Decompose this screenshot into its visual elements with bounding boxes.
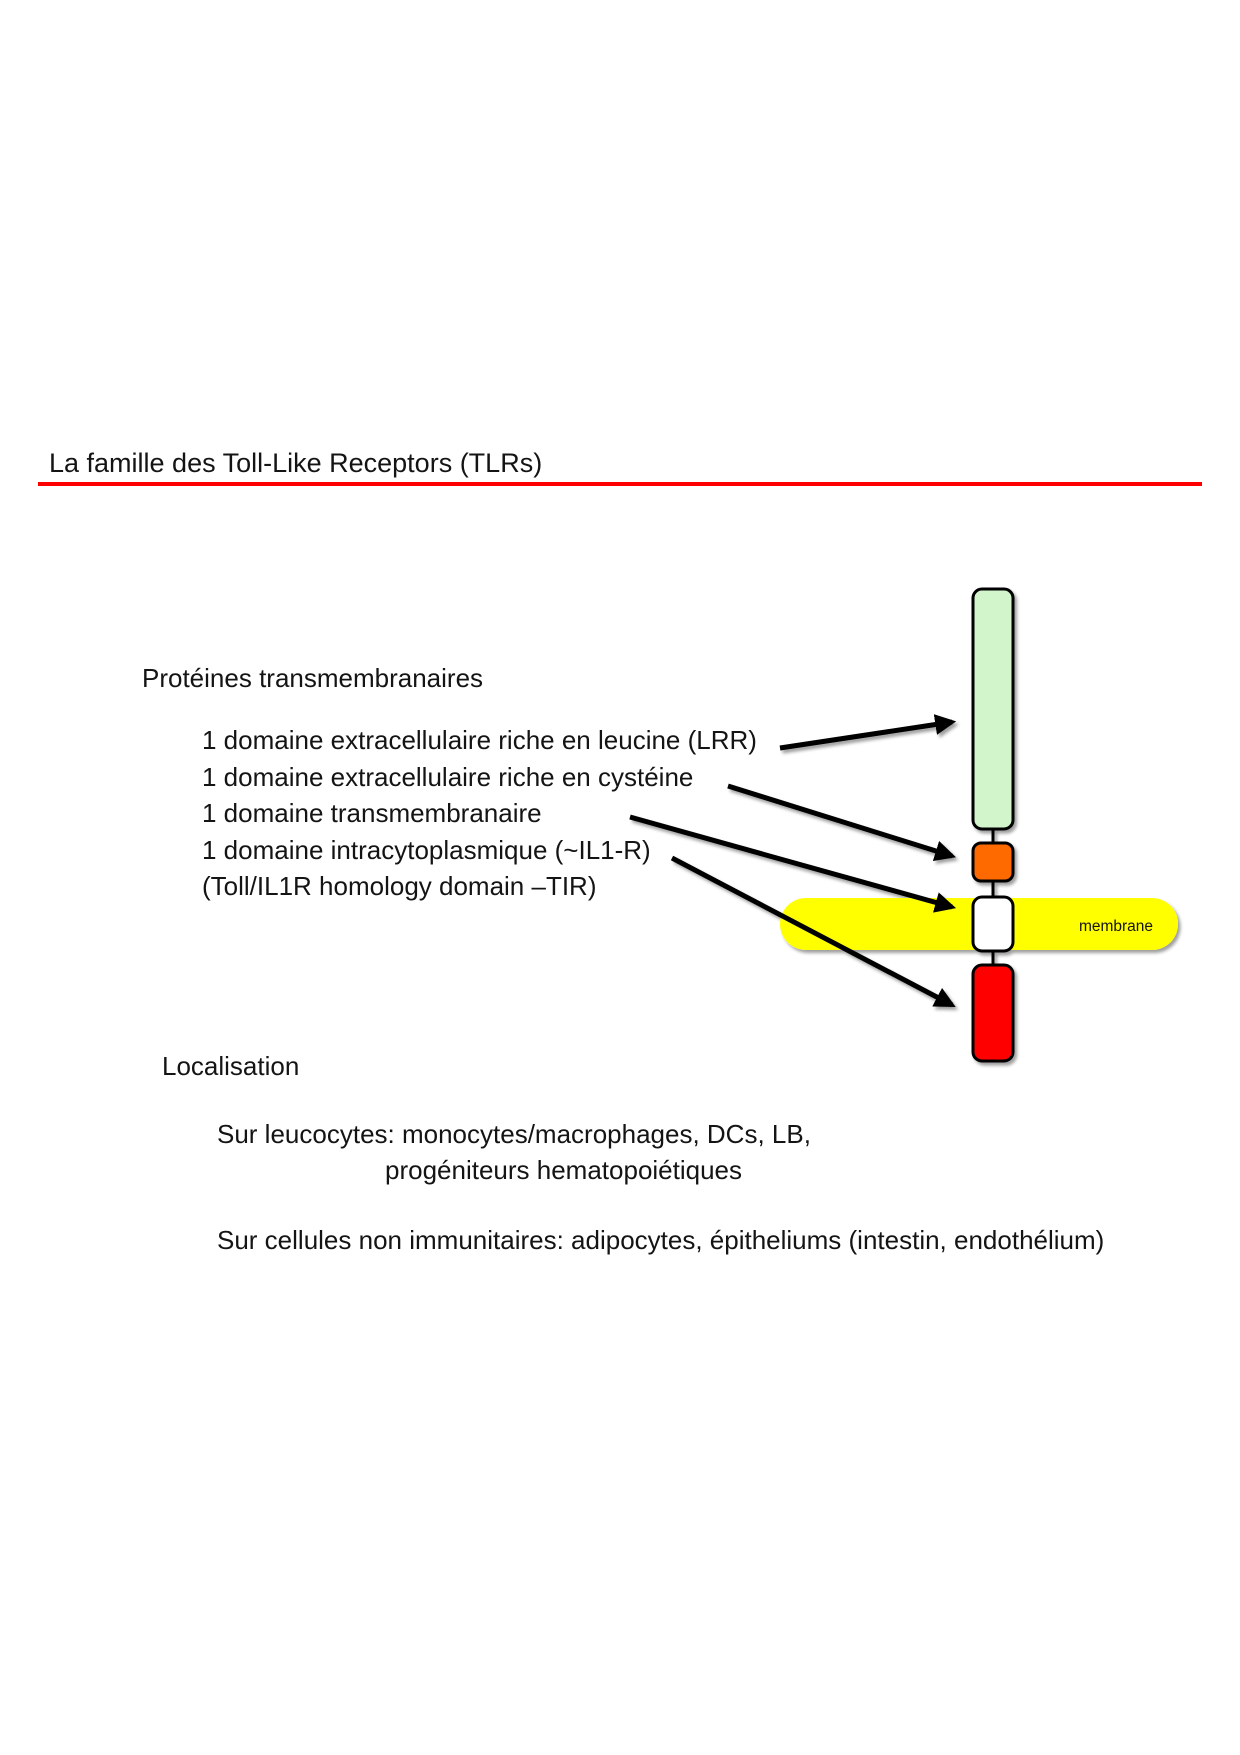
arrow-to-cysteine-domain (727, 783, 957, 862)
membrane-label: membrane (1079, 918, 1153, 935)
arrow-to-lrr-domain (779, 714, 957, 751)
transmembrane-domain-box (971, 895, 1015, 953)
intracytoplasmic-domain-box (971, 963, 1015, 1063)
annotation-arrows (629, 714, 957, 1008)
page-title: La famille des Toll-Like Receptors (TLRs… (49, 448, 543, 478)
arrow-to-intracytoplasmic-domain (670, 855, 956, 1008)
list-item-lrr: 1 domaine extracellulaire riche en leuci… (202, 725, 757, 755)
localisation-line-leucocytes: Sur leucocytes: monocytes/macrophages, D… (217, 1119, 811, 1149)
list-item-transmembrane: 1 domaine transmembranaire (202, 798, 542, 828)
title-divider-line (38, 482, 1202, 486)
domain-list: 1 domaine extracellulaire riche en leuci… (202, 722, 757, 905)
list-item-cysteine: 1 domaine extracellulaire riche en cysté… (202, 761, 694, 792)
section-heading-proteines: Protéines transmembranaires (142, 663, 484, 693)
list-item-tir: (Toll/IL1R homology domain –TIR) (202, 871, 597, 901)
lrr-domain-box (971, 587, 1015, 831)
localisation-line-progeniteurs: progéniteurs hematopoiétiques (385, 1155, 743, 1185)
cysteine-domain-box (971, 841, 1015, 883)
localisation-line-non-immunitaires: Sur cellules non immunitaires: adipocyte… (217, 1225, 1105, 1255)
list-item-intracytoplasmique: 1 domaine intracytoplasmique (~IL1-R) (202, 834, 651, 865)
section-heading-localisation: Localisation (162, 1051, 300, 1081)
arrow-to-transmembrane-domain (629, 814, 957, 913)
